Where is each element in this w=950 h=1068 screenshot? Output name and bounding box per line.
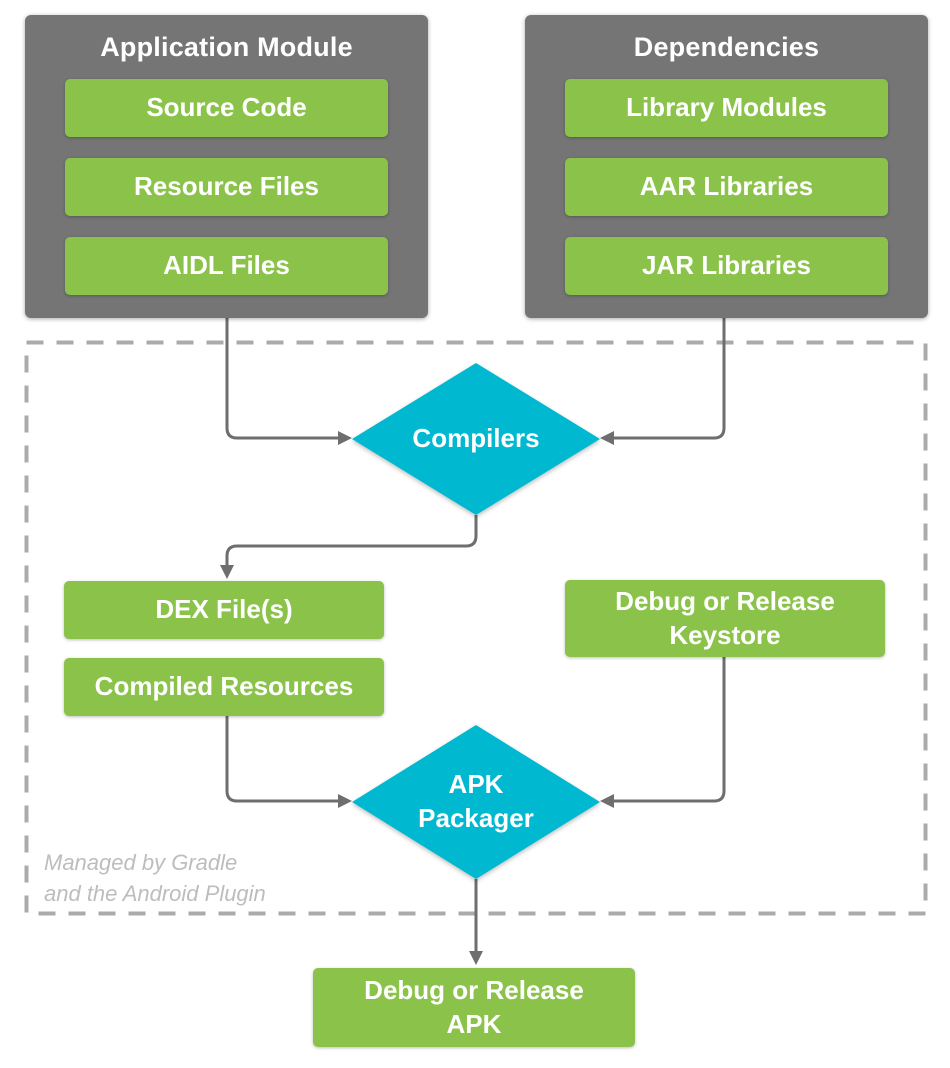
dependencies-panel: Dependencies Library Modules AAR Librari…	[525, 15, 928, 318]
apk-packager-diamond-wrap: APK Packager	[352, 725, 600, 879]
node-dex-files: DEX File(s)	[64, 581, 384, 639]
arrow-application-module-to-compilers	[225, 318, 352, 445]
node-aar-libraries: AAR Libraries	[565, 158, 888, 216]
node-resource-files: Resource Files	[65, 158, 388, 216]
compilers-diamond: Compilers	[352, 363, 600, 515]
node-debug-release-apk: Debug or Release APK	[313, 968, 635, 1047]
node-source-code: Source Code	[65, 79, 388, 137]
arrow-compiled-resources-to-apk-packager	[225, 716, 352, 808]
application-module-panel: Application Module Source Code Resource …	[25, 15, 428, 318]
compilers-diamond-wrap: Compilers	[352, 363, 600, 515]
node-aidl-files: AIDL Files	[65, 237, 388, 295]
node-library-modules: Library Modules	[565, 79, 888, 137]
node-compiled-resources: Compiled Resources	[64, 658, 384, 716]
application-module-items: Source Code Resource Files AIDL Files	[25, 79, 428, 295]
arrow-keystore-to-apk-packager	[600, 657, 726, 808]
dependencies-title: Dependencies	[633, 31, 820, 62]
node-jar-libraries: JAR Libraries	[565, 237, 888, 295]
dependencies-items: Library Modules AAR Libraries JAR Librar…	[525, 79, 928, 295]
arrow-dependencies-to-compilers	[600, 318, 726, 445]
application-module-title: Application Module	[100, 31, 353, 62]
arrow-compilers-to-dex-files	[220, 515, 478, 579]
apk-packager-diamond: APK Packager	[352, 725, 600, 879]
node-keystore: Debug or Release Keystore	[565, 580, 885, 657]
gradle-note: Managed by Gradle and the Android Plugin	[44, 850, 266, 906]
